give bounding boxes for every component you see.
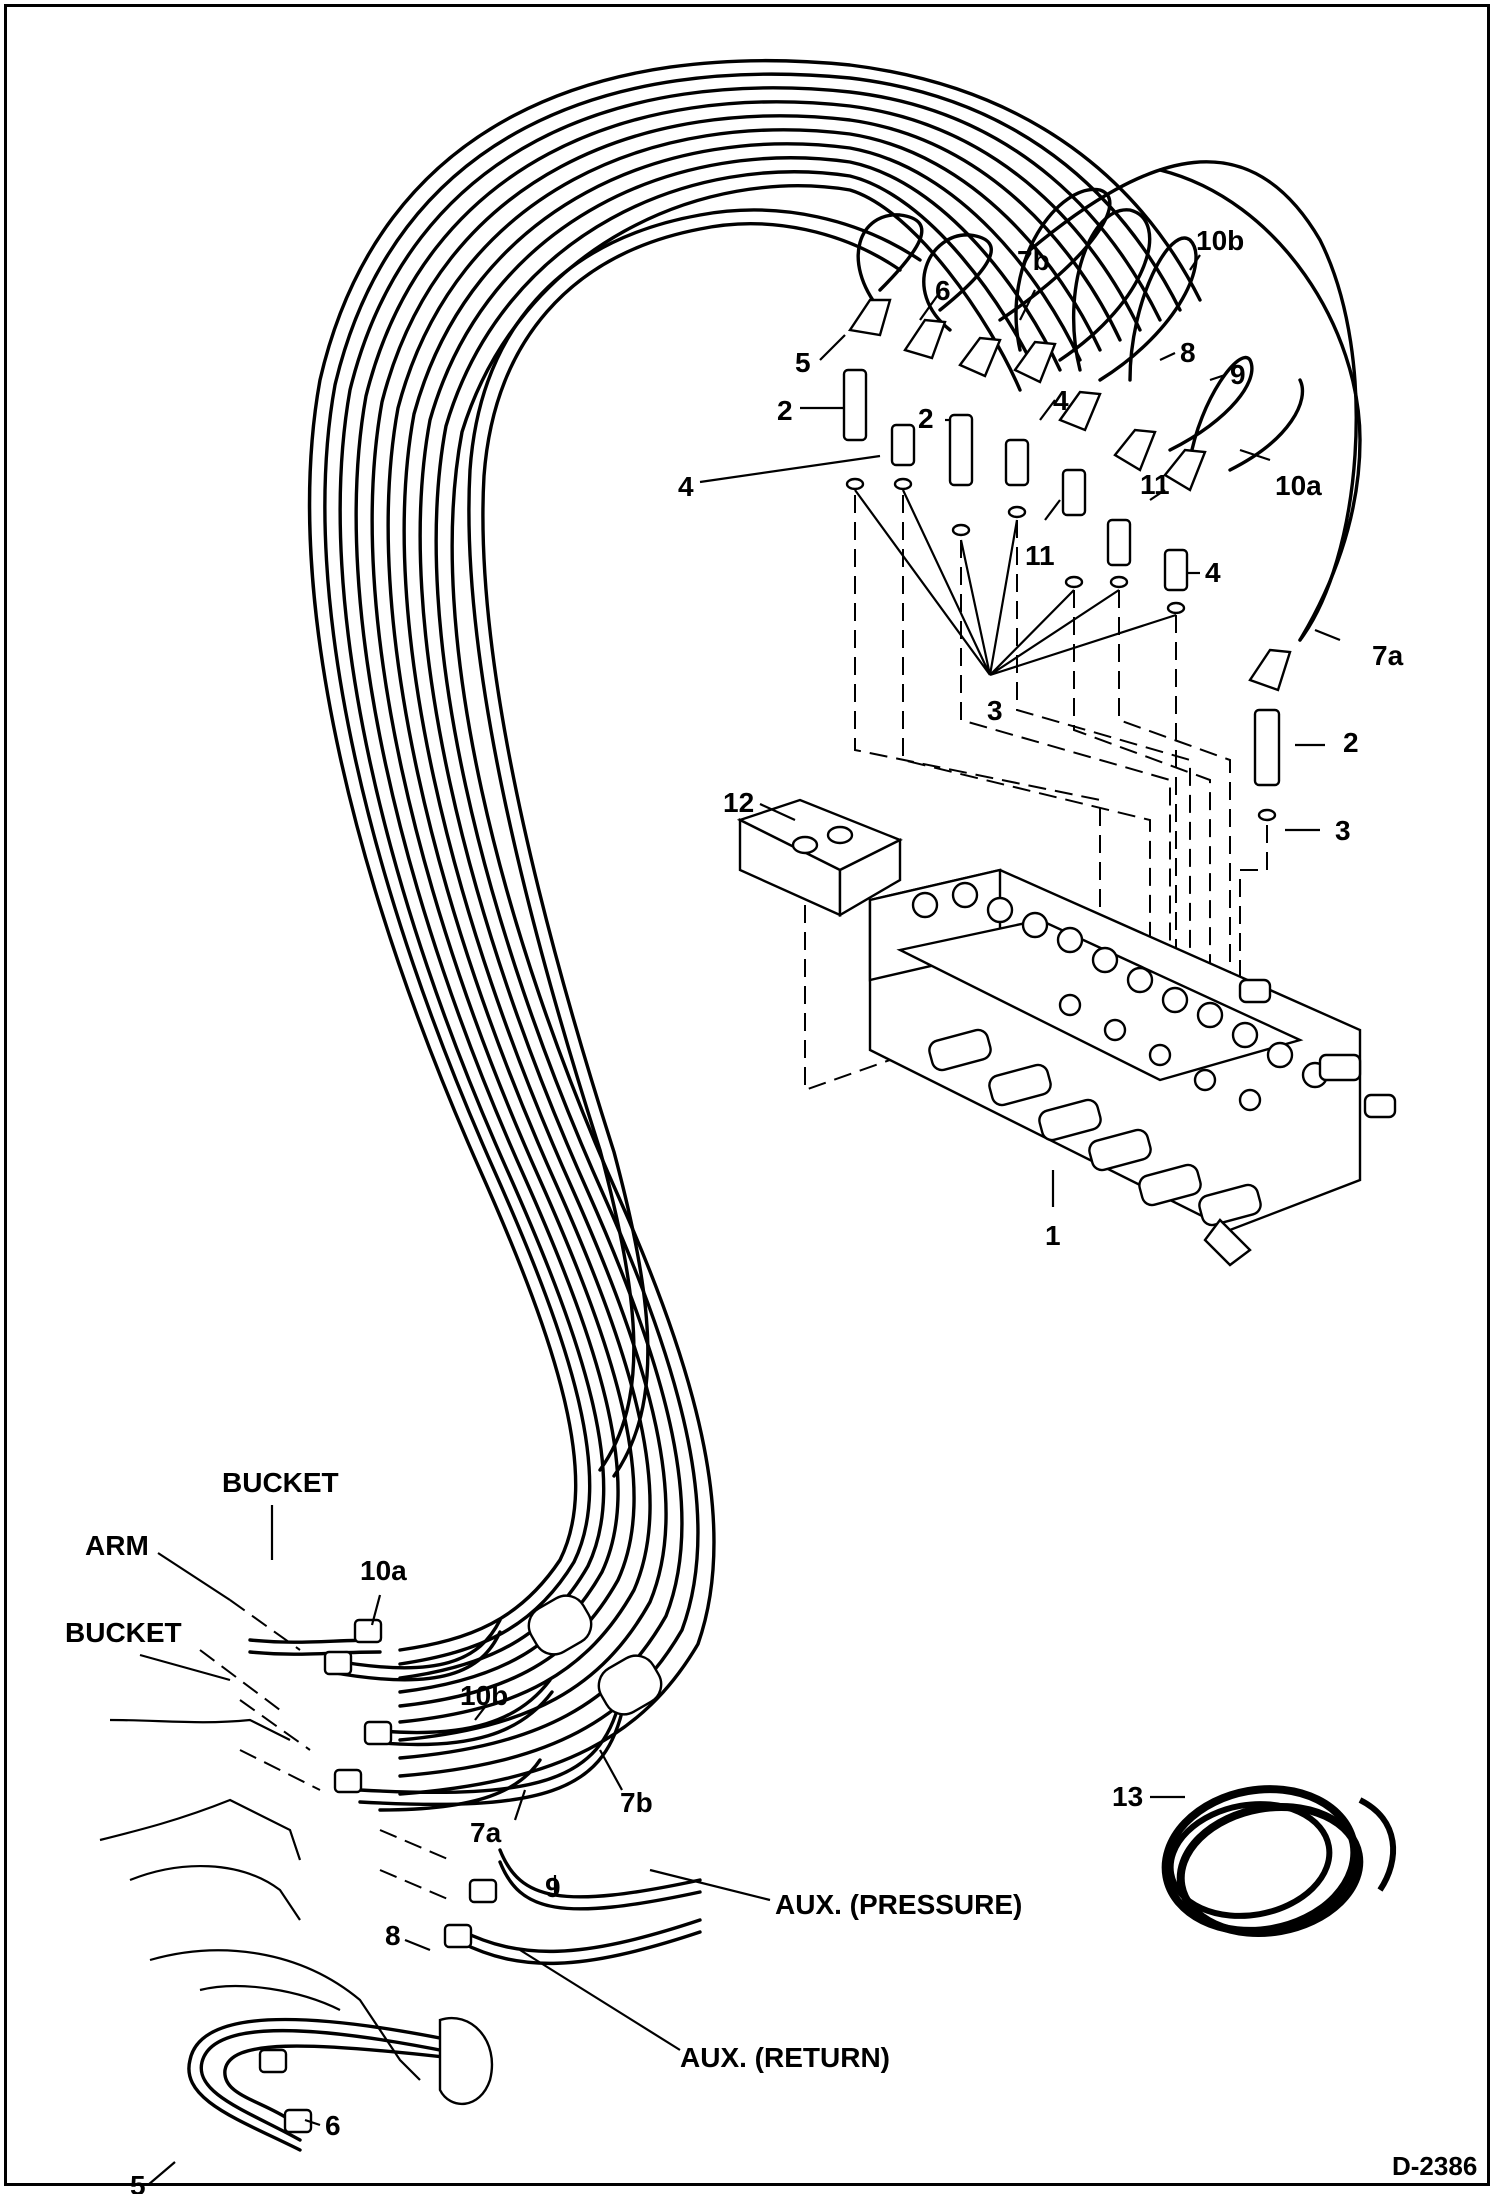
- callout-4-right: 4: [1205, 557, 1221, 588]
- callout-6-bottom: 6: [325, 2110, 341, 2141]
- callout-2-mid: 2: [918, 403, 934, 434]
- callout-12: 12: [723, 787, 754, 818]
- label-aux-pressure: AUX. (PRESSURE): [775, 1889, 1022, 1920]
- drawing-id: D-2386: [1392, 2151, 1477, 2181]
- callout-8-top: 8: [1180, 337, 1196, 368]
- callout-3-center: 3: [987, 695, 1003, 726]
- control-valve: [868, 868, 1397, 1267]
- lower-hose-ends: [99, 1594, 702, 2152]
- callout-6-top: 6: [935, 275, 951, 306]
- callout-leaders: [139, 254, 1341, 2186]
- assembly-lines: [804, 495, 1268, 1092]
- callout-2-right: 2: [1343, 727, 1359, 758]
- callout-10a-top: 10a: [1275, 470, 1322, 501]
- callout-4-mid: 4: [1053, 385, 1069, 416]
- callout-9-top: 9: [1230, 359, 1246, 390]
- callout-4-left: 4: [678, 471, 694, 502]
- callout-text: 5 2 4 6 2 7b 4 11 11 8 9 10b 10a 4 3 7a …: [65, 225, 1477, 2194]
- label-bucket-bottom: BUCKET: [65, 1617, 182, 1648]
- hose-bundle: [307, 58, 1362, 1796]
- valve-fittings: [842, 298, 1292, 822]
- callout-5-bottom: 5: [130, 2170, 146, 2194]
- callout-11-a: 11: [1140, 469, 1170, 500]
- callout-2-top: 2: [777, 395, 793, 426]
- callout-11-b: 11: [1025, 540, 1055, 571]
- callout-7b-bottom: 7b: [620, 1787, 653, 1818]
- diagram-frame: [4, 4, 1490, 2186]
- callout-10b-top: 10b: [1196, 225, 1244, 256]
- cable-coil: [1161, 1785, 1396, 1938]
- callout-10b-bottom: 10b: [460, 1680, 508, 1711]
- callout-7a-right: 7a: [1372, 640, 1404, 671]
- callout-13: 13: [1112, 1781, 1143, 1812]
- callout-7a-bottom: 7a: [470, 1817, 502, 1848]
- label-aux-return: AUX. (RETURN): [680, 2042, 890, 2073]
- callout-1: 1: [1045, 1220, 1061, 1251]
- callout-9-bottom: 9: [545, 1872, 561, 1903]
- callout-7b-top: 7b: [1017, 245, 1050, 276]
- label-arm: ARM: [85, 1530, 149, 1561]
- callout-5-top: 5: [795, 347, 811, 378]
- callout-3-right: 3: [1335, 815, 1351, 846]
- callout-8-bottom: 8: [385, 1920, 401, 1951]
- callout-10a-bottom: 10a: [360, 1555, 407, 1586]
- mounting-bracket: [736, 798, 903, 918]
- label-bucket-top: BUCKET: [222, 1467, 339, 1498]
